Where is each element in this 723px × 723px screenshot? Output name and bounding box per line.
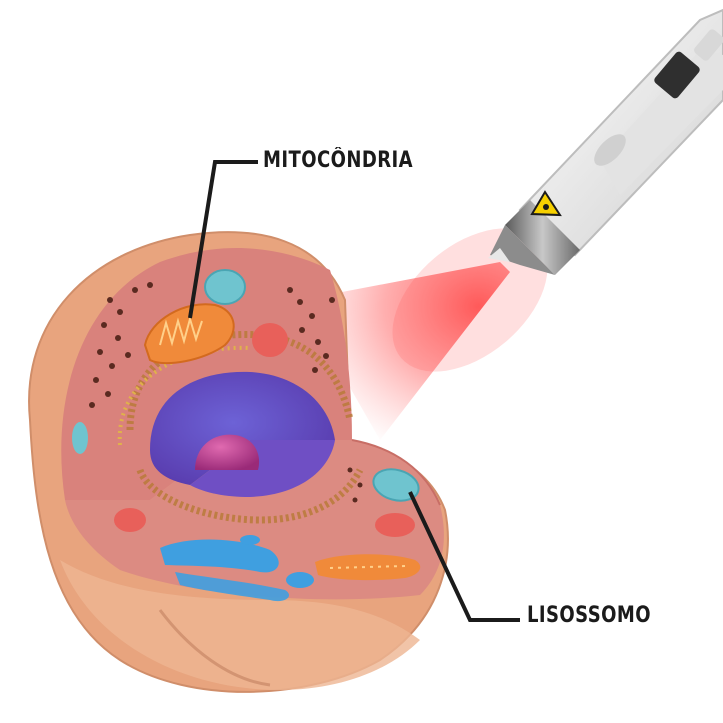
lysosome-upper bbox=[205, 270, 245, 304]
mitochondria-label: MITOCÔNDRIA bbox=[263, 148, 413, 173]
mitochondria-lower bbox=[315, 554, 420, 580]
lysosome-label: LISOSSOMO bbox=[527, 603, 651, 628]
lysosome-left bbox=[72, 422, 88, 454]
laser-pen-icon bbox=[488, 10, 723, 275]
